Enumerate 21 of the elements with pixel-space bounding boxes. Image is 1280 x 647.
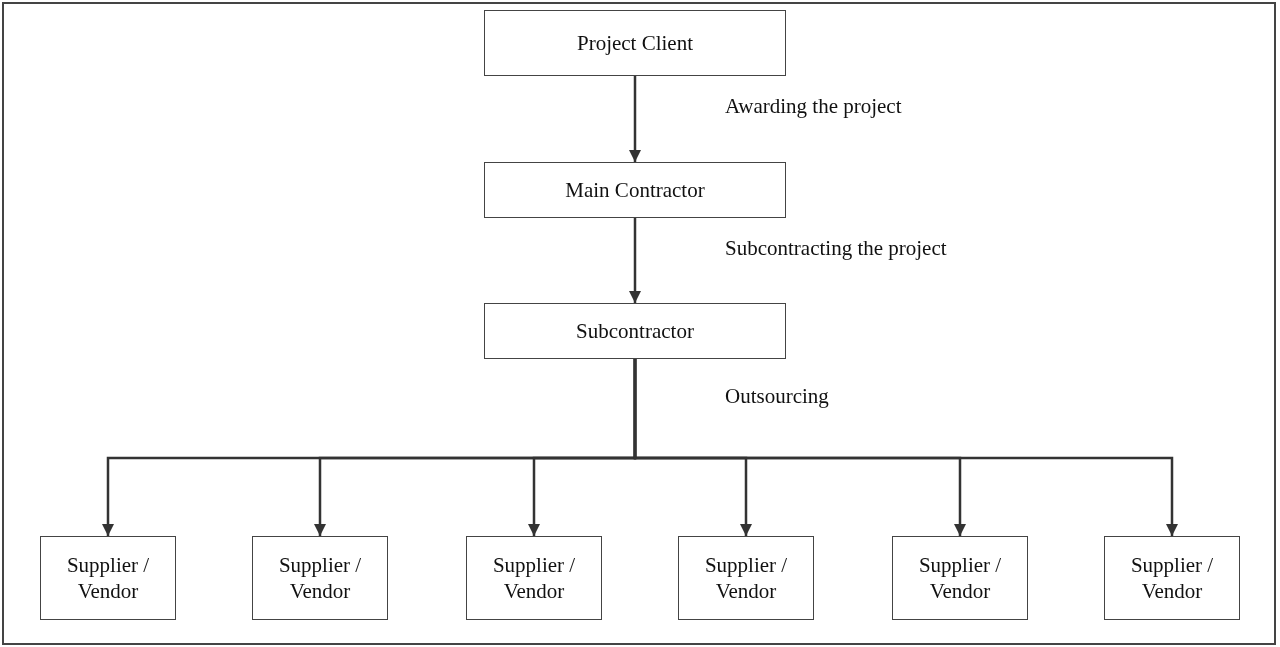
- box-label: Supplier / Vendor: [65, 551, 151, 605]
- arrow: [629, 76, 641, 162]
- box-label: Supplier / Vendor: [703, 551, 789, 605]
- box-label: Supplier / Vendor: [1129, 551, 1215, 605]
- process-box: [678, 536, 814, 620]
- process-box: [484, 303, 786, 359]
- process-box: [466, 536, 602, 620]
- box-label: Supplier / Vendor: [491, 551, 577, 605]
- box-label: Project Client: [576, 29, 694, 57]
- process-box: [1104, 536, 1240, 620]
- process-box: [484, 162, 786, 218]
- process-box: [484, 10, 786, 76]
- process-box: [252, 536, 388, 620]
- box-label: Supplier / Vendor: [917, 551, 1003, 605]
- box-label: Supplier / Vendor: [277, 551, 363, 605]
- box-label: Main Contractor: [565, 176, 705, 204]
- arrow: [633, 359, 1178, 536]
- process-box: [892, 536, 1028, 620]
- arrow: [629, 218, 641, 303]
- box-label: Subcontractor: [576, 317, 694, 345]
- process-box: [40, 536, 176, 620]
